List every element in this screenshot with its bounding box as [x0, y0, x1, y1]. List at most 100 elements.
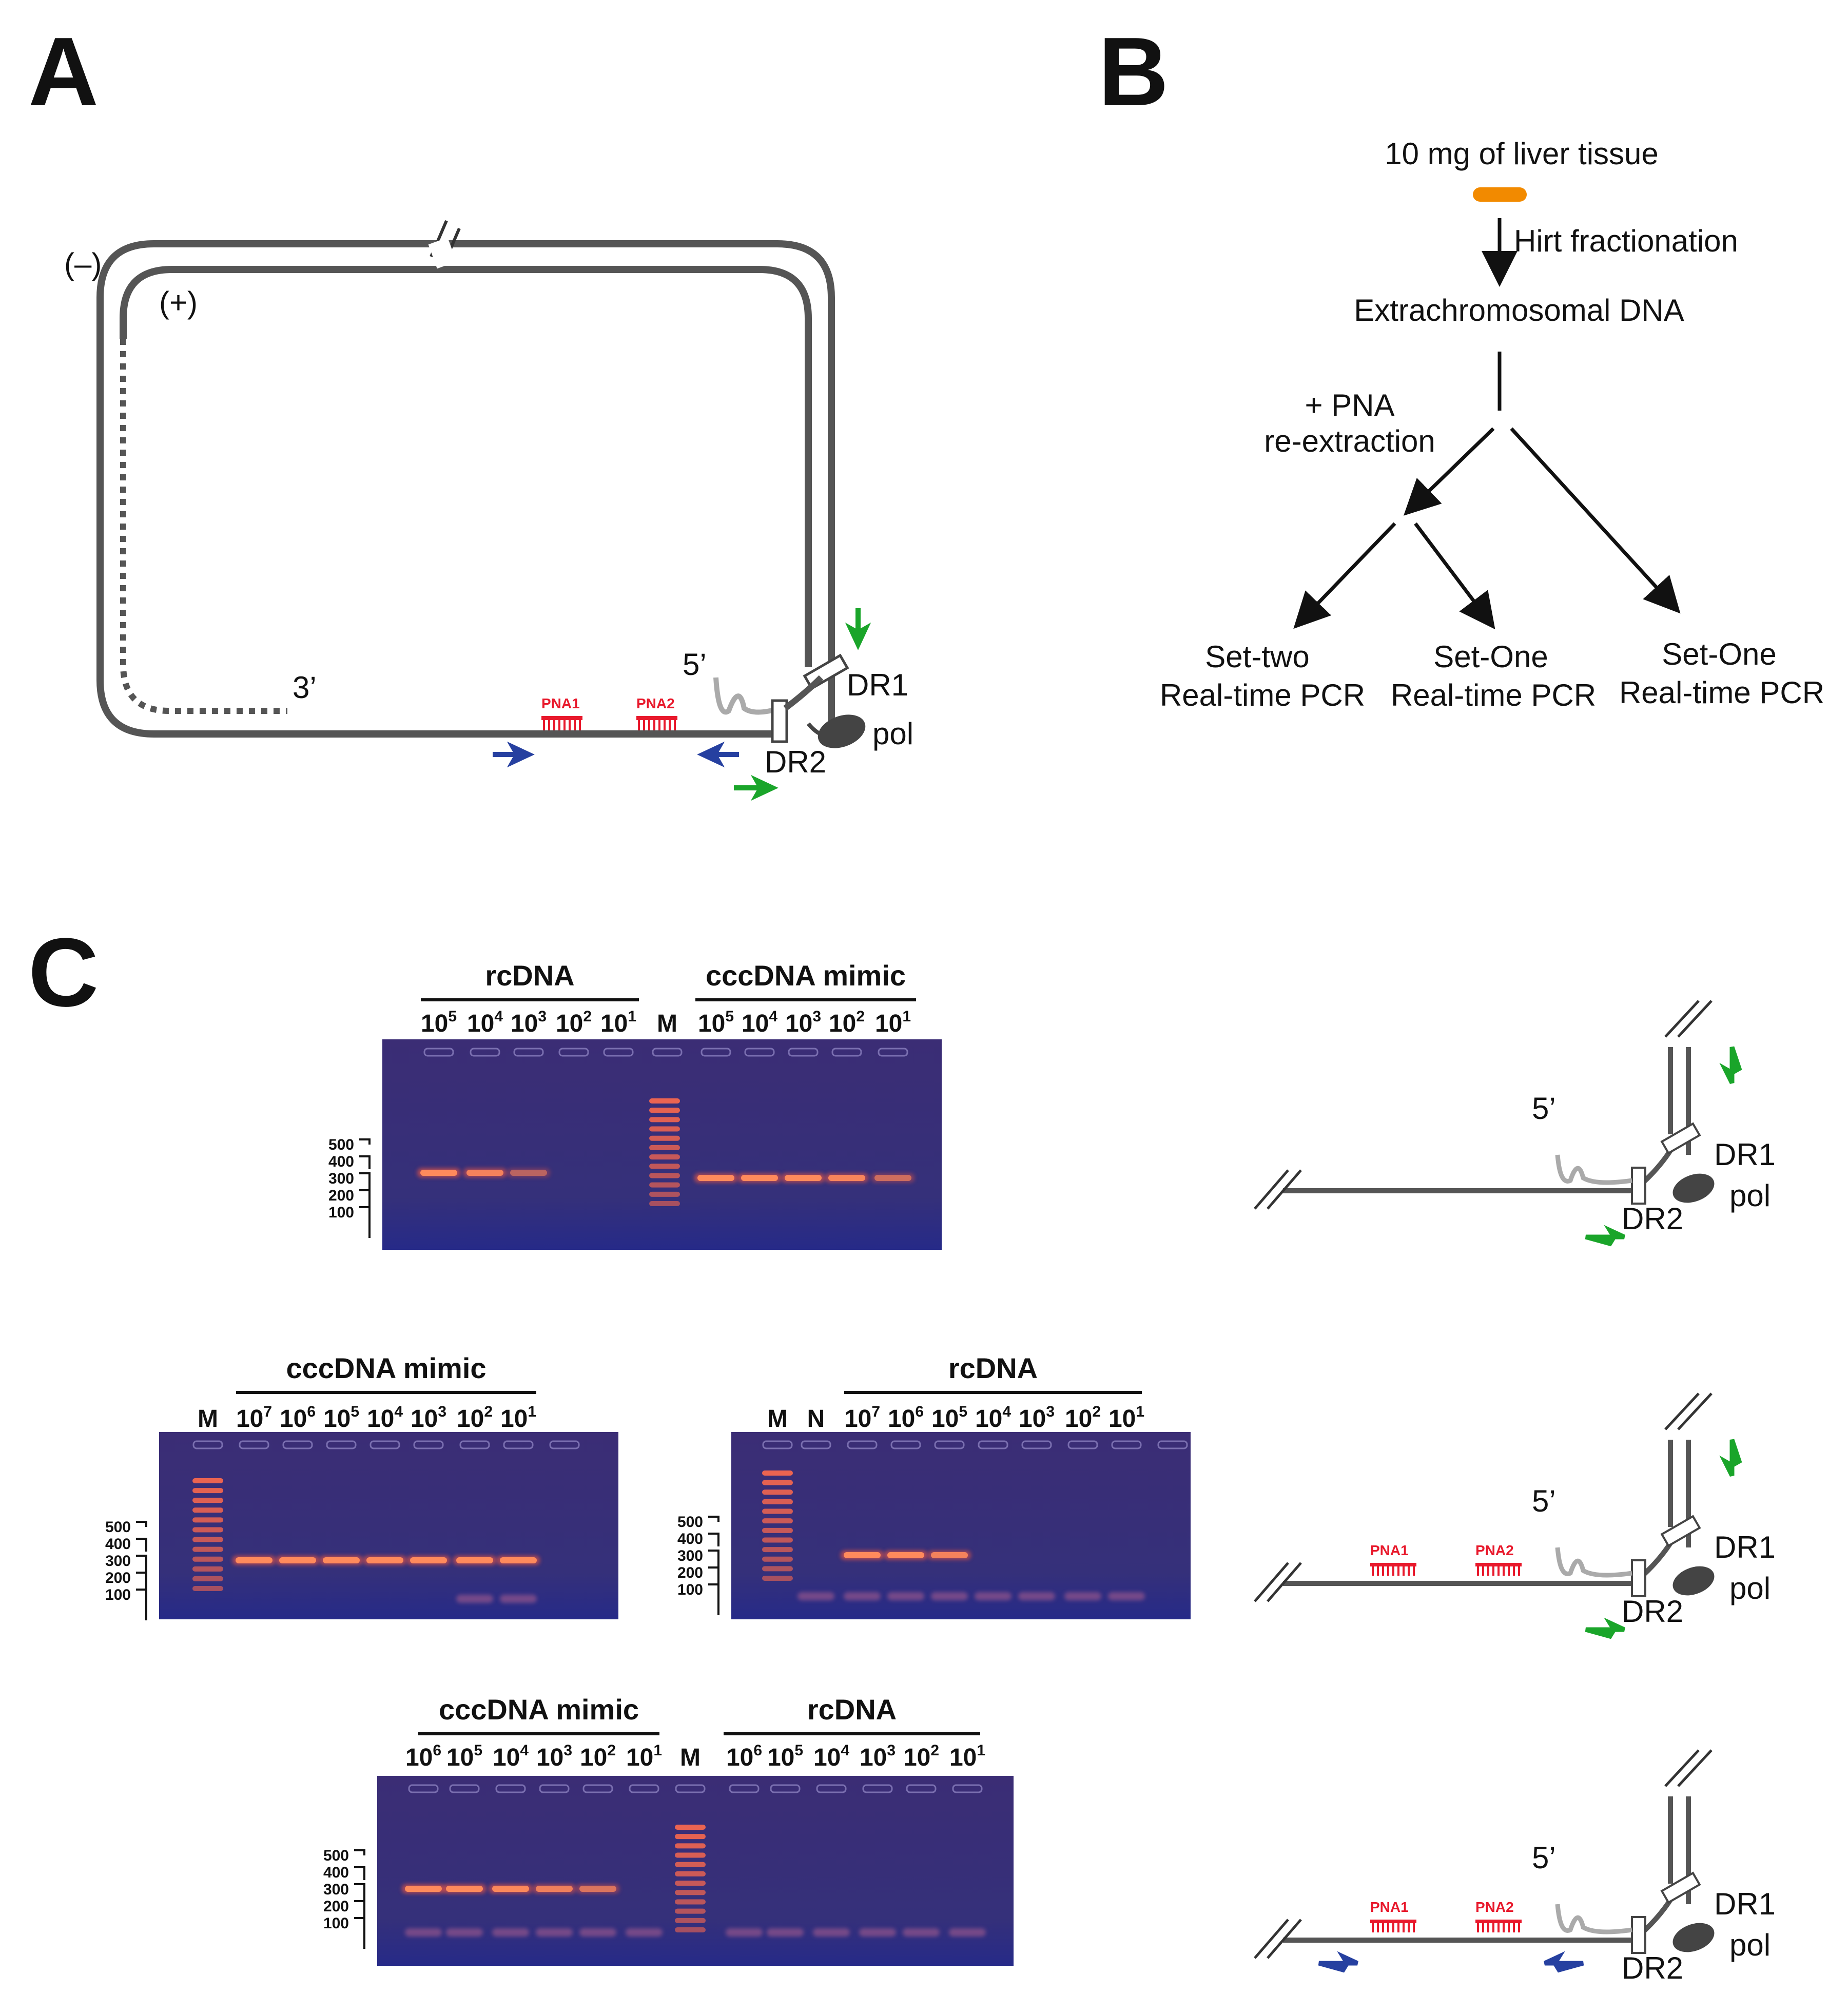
lane-label-base: 10 [556, 1010, 583, 1037]
marker-band [675, 1899, 706, 1905]
primer-dimer-band [536, 1928, 573, 1937]
marker-band [192, 1576, 223, 1581]
lane-label-base: 10 [1065, 1405, 1092, 1433]
pna1-bar [1370, 1563, 1416, 1566]
marker-band [762, 1547, 793, 1553]
lane-label-base: 10 [280, 1405, 307, 1433]
lane-label: 106 [726, 1742, 762, 1771]
primer-green-reverse [845, 608, 871, 650]
polymerase [1672, 1566, 1715, 1596]
dr1-label: DR1 [1714, 1530, 1776, 1564]
gel-well [239, 1440, 269, 1449]
marker-lane-label: M [198, 1405, 218, 1433]
lane-label-exponent: 4 [1002, 1403, 1011, 1420]
pcr-band [456, 1557, 493, 1563]
lane-label: 101 [500, 1403, 536, 1433]
ladder-size-label: 300 [677, 1547, 703, 1564]
gel-well [513, 1048, 544, 1057]
gel-well [470, 1048, 500, 1057]
gel-well [744, 1048, 775, 1057]
break-mark [1254, 1919, 1302, 1959]
marker-band [649, 1182, 680, 1188]
lane-label: 101 [875, 1008, 911, 1037]
lane-label-base: 10 [726, 1744, 753, 1771]
pcr-band [536, 1886, 573, 1892]
gel-well [282, 1440, 313, 1449]
gel-well [1111, 1440, 1142, 1449]
ladder-size-label: 100 [677, 1581, 703, 1598]
lane-label-exponent: 5 [959, 1403, 967, 1420]
lane-label: 102 [457, 1403, 493, 1433]
gel-well [934, 1440, 965, 1449]
gel-well [603, 1048, 634, 1057]
primer-blue-forward [1318, 1951, 1358, 1973]
marker-band [762, 1499, 793, 1504]
gel-well [549, 1440, 580, 1449]
minus-strand-label: (–) [64, 247, 102, 281]
plus-strand-gap [120, 339, 287, 714]
lane-label-base: 10 [236, 1405, 263, 1433]
break-mark [1254, 1169, 1302, 1210]
pcr-band [697, 1175, 734, 1181]
pna2-bar [1475, 1920, 1522, 1923]
dr2-label: DR2 [1622, 1951, 1683, 1985]
output-3-line1: Set-One [1662, 637, 1776, 671]
lane-label: 101 [626, 1742, 662, 1771]
gel-image [377, 1776, 1014, 1966]
lane-label-base: 10 [844, 1405, 871, 1433]
lane-label-exponent: 6 [915, 1403, 924, 1420]
lane-label: 102 [580, 1742, 616, 1771]
pcr-band [500, 1557, 537, 1563]
pna2-probe: PNA2 [636, 695, 677, 730]
lane-label-exponent: 2 [856, 1008, 865, 1025]
lane-label-exponent: 3 [563, 1742, 572, 1759]
rna-primer [1555, 1904, 1632, 1934]
primer-dimer-band [492, 1928, 529, 1937]
flow-step-hirt: Hirt fractionation [1514, 224, 1738, 258]
lane-label-base: 10 [903, 1744, 930, 1771]
marker-band [675, 1852, 706, 1858]
ladder-bracket [354, 1849, 365, 1949]
dr2-label: DR2 [1622, 1202, 1683, 1236]
gel-well [729, 1784, 760, 1793]
flow-output-set-two: Set-two Real-time PCR [1160, 640, 1365, 712]
primer-dimer-band [813, 1928, 850, 1937]
ladder-size-label: 500 [328, 1136, 354, 1153]
gel-well [423, 1048, 454, 1057]
marker-band [675, 1843, 706, 1849]
lane-label-exponent: 4 [520, 1742, 529, 1759]
dr1-label: DR1 [847, 668, 908, 702]
pcr-band [279, 1557, 316, 1563]
pna2-teeth [1477, 1923, 1520, 1932]
marker-band [649, 1173, 680, 1178]
marker-band [192, 1586, 223, 1591]
lane-label: 101 [1108, 1403, 1144, 1433]
primer-dimer-band [626, 1928, 663, 1937]
lane-label-base: 10 [511, 1010, 538, 1037]
plus-strand [120, 266, 812, 667]
lane-label: 105 [931, 1403, 967, 1433]
lane-label-base: 10 [405, 1744, 433, 1771]
primer-green-reverse [1719, 1439, 1742, 1477]
gel-well [762, 1440, 793, 1449]
marker-band [675, 1871, 706, 1876]
gel-well [788, 1048, 819, 1057]
lane-label-base: 10 [785, 1010, 812, 1037]
gel-well [582, 1784, 613, 1793]
lane-label-base: 10 [493, 1744, 520, 1771]
lane-label: 104 [975, 1403, 1011, 1433]
marker-band [649, 1117, 680, 1122]
primer-blue-forward [493, 741, 535, 768]
dr2-box [1631, 1559, 1646, 1597]
lane-label-base: 10 [767, 1744, 794, 1771]
primer-dimer-band [887, 1592, 924, 1600]
flow-node-extrachromosomal: Extrachromosomal DNA [1354, 293, 1684, 327]
primer-dimer-band [931, 1592, 968, 1600]
lane-label-exponent: 3 [438, 1403, 446, 1420]
lane-label: 101 [600, 1008, 636, 1037]
dr1-label: DR1 [1714, 1887, 1776, 1921]
